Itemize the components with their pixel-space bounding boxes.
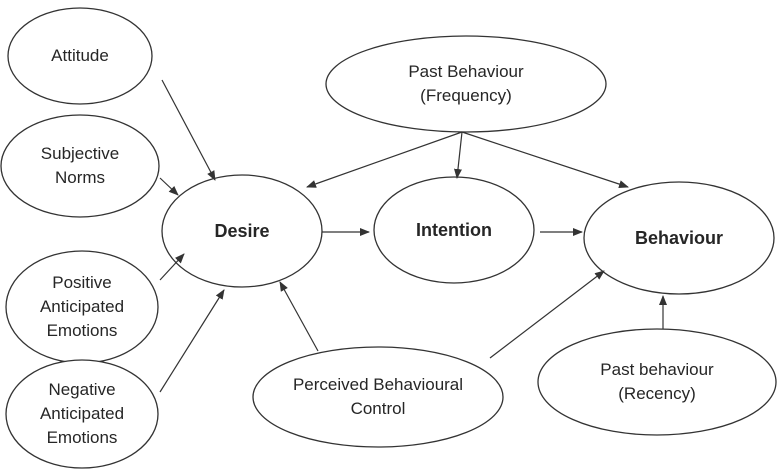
arrow-attitude-to-desire	[161, 79, 216, 181]
positive-emotions-label: Positive Anticipated Emotions	[39, 273, 125, 340]
attitude-ellipse	[7, 7, 153, 105]
desire-ellipse	[161, 174, 323, 288]
arrow-frequency-to-behaviour	[461, 131, 629, 188]
subjective-norms-ellipse	[0, 114, 160, 218]
arrow-negative-to-desire	[159, 289, 225, 393]
past-behaviour-recency-ellipse	[537, 328, 777, 436]
desire-label: Desire	[214, 221, 270, 241]
behaviour-label: Behaviour	[634, 228, 724, 248]
intention-label: Intention	[416, 220, 492, 240]
past-behaviour-frequency-label: Past Behaviour (Frequency)	[408, 62, 524, 105]
past-behaviour-recency-label: Past behaviour (Recency)	[600, 360, 714, 403]
perceived-control-ellipse	[252, 346, 504, 448]
perceived-control-label: Perceived Behavioural Control	[292, 375, 464, 418]
arrow-frequency-to-desire	[306, 131, 463, 188]
arrow-norms-to-desire	[159, 177, 179, 196]
arrow-positive-to-desire	[159, 253, 185, 281]
negative-emotions-ellipse	[5, 359, 159, 469]
arrow-control-to-desire	[279, 281, 319, 352]
subjective-norms-label: Subjective Norms	[40, 144, 120, 187]
arrow-control-to-behaviour	[489, 270, 605, 359]
behaviour-ellipse	[583, 181, 775, 295]
arrow-frequency-to-intention	[453, 131, 463, 179]
attitude-label: Attitude	[51, 46, 109, 65]
negative-emotions-label: Negative Anticipated Emotions	[39, 380, 125, 447]
past-behaviour-frequency-ellipse	[325, 35, 607, 133]
